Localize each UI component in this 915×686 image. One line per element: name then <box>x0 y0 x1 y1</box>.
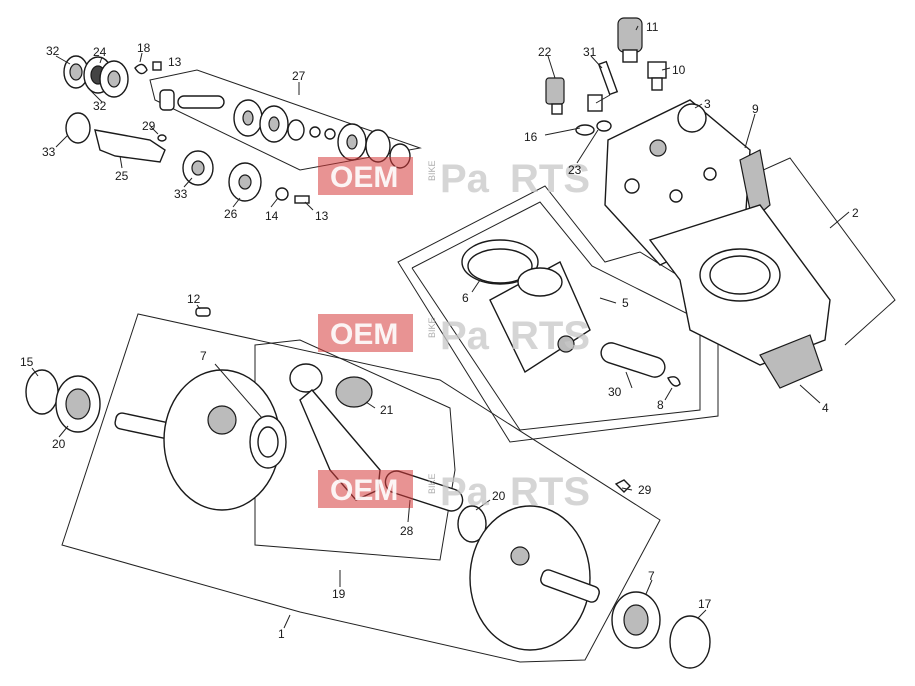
watermark-top: OEM BIKE Pa RTS <box>318 157 590 201</box>
svg-text:OEM: OEM <box>330 161 398 194</box>
label-2: 2 <box>852 206 859 220</box>
label-13-bottom: 13 <box>315 209 329 223</box>
part-labels: 32 24 18 13 27 32 29 33 25 33 26 14 13 2… <box>20 20 859 641</box>
svg-text:RTS: RTS <box>510 314 590 358</box>
label-18: 18 <box>137 41 151 55</box>
label-3: 3 <box>704 97 711 111</box>
piston-inner-outline <box>411 201 701 431</box>
thrust-washer-20b <box>457 505 487 543</box>
label-28: 28 <box>400 524 414 538</box>
label-7-right: 7 <box>648 569 655 583</box>
head-gasket-9 <box>739 149 771 222</box>
gear-26-hub <box>238 174 252 190</box>
circlip-18 <box>134 63 148 75</box>
svg-text:OEM: OEM <box>330 318 398 351</box>
label-7-left: 20 <box>52 437 66 451</box>
label-8: 8 <box>657 398 664 412</box>
crankshaft-group-outline <box>61 313 661 663</box>
thrust-washer-20a-inner <box>257 426 279 458</box>
label-24: 24 <box>93 45 107 59</box>
crank-half-right <box>469 505 600 651</box>
bearing-33-inner <box>191 160 205 176</box>
leader-lines <box>31 25 850 629</box>
piston-5 <box>489 261 591 374</box>
label-9: 9 <box>752 102 759 116</box>
svg-text:BIKE: BIKE <box>427 317 437 338</box>
washer-27a <box>159 89 175 111</box>
shift-fork-25 <box>94 129 166 163</box>
label-29-top: 29 <box>142 119 156 133</box>
watermark-middle: OEM BIKE Pa RTS <box>318 314 590 358</box>
label-26: 26 <box>224 207 238 221</box>
temp-sensor-10 <box>647 61 667 91</box>
label-33-left: 33 <box>42 145 56 159</box>
svg-text:Pa: Pa <box>440 470 490 514</box>
label-6: 6 <box>462 291 469 305</box>
svg-text:BIKE: BIKE <box>427 473 437 494</box>
shaft-pin-27 <box>177 95 225 109</box>
label-15: 15 <box>20 355 34 369</box>
label-13-top: 13 <box>168 55 182 69</box>
label-27: 27 <box>292 69 306 83</box>
woodruff-key-29 <box>614 479 631 493</box>
svg-text:BIKE: BIKE <box>427 160 437 181</box>
washer-23 <box>596 120 612 132</box>
circlip-8 <box>667 376 681 387</box>
stud-31 <box>597 60 619 96</box>
svg-text:RTS: RTS <box>510 157 590 201</box>
small-end-bearing-21 <box>289 363 323 393</box>
label-16: 16 <box>524 130 538 144</box>
bearing-7-left-inner <box>65 388 91 420</box>
cylinder-outline <box>751 157 896 346</box>
label-29-right: 29 <box>638 483 652 497</box>
piston-pin-30 <box>600 342 666 378</box>
label-12: 12 <box>187 292 201 306</box>
label-22: 22 <box>538 45 552 59</box>
label-25: 25 <box>115 169 129 183</box>
label-31: 31 <box>583 45 597 59</box>
label-32-bottom: 32 <box>93 99 107 113</box>
washer-29-top <box>157 134 167 142</box>
oil-seal-15 <box>25 369 59 415</box>
piston-rings-6-inner <box>467 248 533 284</box>
label-20-right: 20 <box>492 489 506 503</box>
washer-14 <box>275 187 289 201</box>
label-5: 5 <box>622 296 629 310</box>
label-33-mid: 33 <box>174 187 188 201</box>
oil-seal-17 <box>669 615 711 669</box>
conrod-group-outline <box>254 339 456 561</box>
label-14: 14 <box>265 209 279 223</box>
sensor-22 <box>545 77 565 115</box>
label-11: 11 <box>646 20 659 34</box>
nut-16 <box>587 94 603 112</box>
svg-text:OEM: OEM <box>330 474 398 507</box>
label-32-top: 32 <box>46 44 60 58</box>
woodruff-key-12 <box>195 307 211 317</box>
label-20-left: 7 <box>200 349 207 363</box>
base-gasket-4 <box>759 334 823 389</box>
label-19: 19 <box>332 587 346 601</box>
washer-16a <box>575 124 595 136</box>
svg-text:Pa: Pa <box>440 157 490 201</box>
gear-24 <box>83 56 129 98</box>
label-23: 23 <box>568 163 582 177</box>
screw-13-bottom <box>294 195 310 204</box>
svg-text:RTS: RTS <box>510 470 590 514</box>
cylinder-2 <box>648 204 831 366</box>
bearing-32-bottom <box>65 112 91 144</box>
gear-cluster-27 <box>233 99 411 169</box>
label-21: 21 <box>380 403 394 417</box>
bearing-7-right-inner <box>623 604 649 636</box>
label-30: 30 <box>608 385 622 399</box>
label-17: 17 <box>698 597 712 611</box>
svg-text:Pa: Pa <box>440 314 490 358</box>
label-1: 1 <box>278 627 285 641</box>
label-10: 10 <box>672 63 686 77</box>
spark-plug-11 <box>617 17 643 63</box>
needle-bearing-21 <box>335 376 373 408</box>
screw-13-top <box>152 61 162 71</box>
label-4: 4 <box>822 401 829 415</box>
watermark-bottom: OEM BIKE Pa RTS <box>318 470 590 514</box>
